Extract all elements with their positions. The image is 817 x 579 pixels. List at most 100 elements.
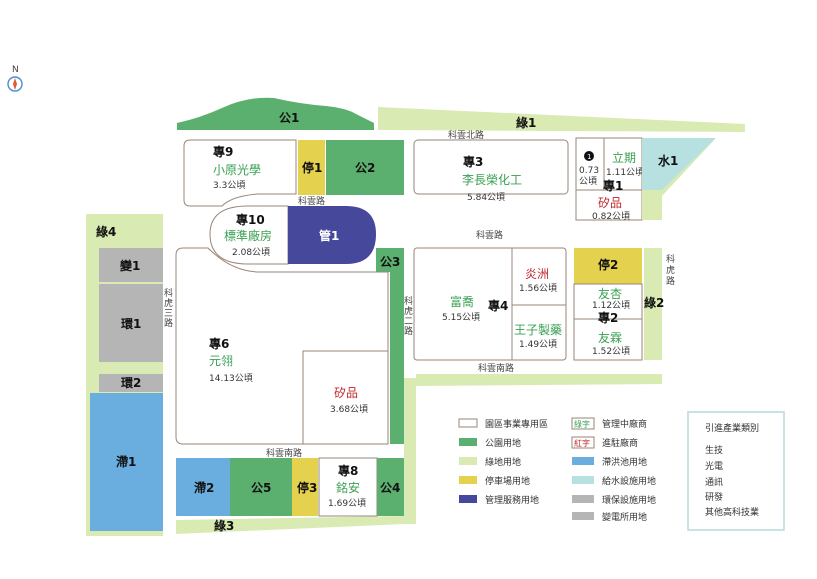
svg-text:科雲南路: 科雲南路 (478, 362, 514, 374)
svg-text:專4: 專4 (488, 298, 508, 313)
parcel-lu3-strip[interactable] (176, 516, 404, 534)
road-north: 科雲北路 (448, 129, 484, 141)
svg-text:立期: 立期 (612, 150, 636, 165)
parcel-huan1[interactable] (99, 284, 163, 362)
svg-text:專6: 專6 (209, 336, 229, 351)
parcel-gong2[interactable] (326, 140, 404, 195)
road-vert3: 科 虎 路 (666, 253, 675, 287)
svg-text:給水設施用地: 給水設施用地 (602, 475, 656, 487)
svg-text:標準廠房: 標準廠房 (224, 228, 272, 243)
svg-text:公4: 公4 (380, 481, 400, 495)
svg-text:三: 三 (164, 309, 173, 319)
svg-text:友霖: 友霖 (598, 331, 622, 345)
legend: 園區事業專用區 公園用地 綠地用地 停車場用地 管理服務用地 綠字 管理中廠商 … (458, 417, 656, 523)
svg-text:2.08公頃: 2.08公頃 (232, 247, 270, 258)
svg-text:路: 路 (666, 275, 675, 287)
parcel-south-green[interactable] (416, 374, 662, 386)
svg-text:矽品: 矽品 (334, 385, 358, 400)
svg-text:富喬: 富喬 (450, 294, 474, 309)
road-vert2: 科 虎 二 路 (404, 295, 413, 337)
svg-text:1.11公頃: 1.11公頃 (606, 167, 644, 178)
svg-text:滯2: 滯2 (194, 480, 214, 495)
svg-text:王子製藥: 王子製藥 (514, 323, 562, 337)
svg-text:0.73: 0.73 (579, 166, 599, 176)
svg-text:14.13公頃: 14.13公頃 (209, 373, 253, 384)
label-lu1: 綠1 (516, 115, 536, 130)
svg-text:公園用地: 公園用地 (485, 437, 521, 449)
svg-text:停1: 停1 (302, 160, 322, 175)
svg-text:紅字: 紅字 (574, 438, 590, 448)
parcel-gong3[interactable] (376, 248, 404, 444)
svg-text:1.56公頃: 1.56公頃 (519, 283, 557, 294)
svg-text:路: 路 (164, 317, 173, 329)
parcel-zhi1[interactable] (90, 393, 163, 531)
svg-text:滯1: 滯1 (116, 454, 136, 469)
parcel-lu1[interactable] (378, 107, 745, 132)
parcel-shui1[interactable] (642, 138, 716, 190)
parcel-zhuan2[interactable] (573, 283, 643, 361)
svg-text:小原光學: 小原光學 (213, 163, 261, 177)
svg-text:科: 科 (666, 253, 675, 265)
svg-text:綠4: 綠4 (96, 224, 116, 239)
svg-text:管1: 管1 (319, 228, 339, 243)
svg-text:科雲路: 科雲路 (298, 195, 325, 207)
svg-text:專2: 專2 (598, 310, 618, 325)
label-gong1: 公1 (279, 111, 299, 125)
svg-text:公2: 公2 (355, 161, 375, 175)
parcel-zhuan6-b[interactable] (302, 350, 389, 445)
svg-text:專9: 專9 (213, 144, 233, 159)
parcel-ting1[interactable] (298, 140, 325, 195)
svg-text:1.69公頃: 1.69公頃 (328, 498, 366, 509)
svg-text:1.52公頃: 1.52公頃 (592, 346, 630, 357)
parcel-zhuan3[interactable] (413, 139, 569, 195)
svg-text:專3: 專3 (463, 154, 483, 169)
svg-text:專10: 專10 (236, 212, 265, 227)
svg-text:環1: 環1 (121, 317, 141, 331)
svg-text:綠3: 綠3 (214, 518, 234, 533)
svg-text:停3: 停3 (297, 480, 317, 495)
parcel-zhuan10[interactable] (209, 205, 289, 265)
parcel-gong1[interactable] (177, 97, 374, 130)
svg-text:虎: 虎 (164, 297, 173, 309)
svg-text:矽品: 矽品 (598, 195, 622, 210)
parcel-huan2[interactable] (99, 374, 163, 392)
svg-text:專8: 專8 (338, 463, 358, 478)
svg-text:管理中廠商: 管理中廠商 (602, 418, 647, 430)
svg-text:虎: 虎 (666, 264, 675, 276)
svg-text:停車場用地: 停車場用地 (485, 475, 530, 487)
parcel-bian1[interactable] (99, 248, 163, 282)
parcel-ting3[interactable] (292, 458, 318, 516)
svg-text:路: 路 (404, 325, 413, 337)
svg-text:管理服務用地: 管理服務用地 (485, 494, 539, 506)
svg-text:引進產業類別: 引進產業類別 (705, 422, 759, 434)
svg-text:1.12公頃: 1.12公頃 (592, 300, 630, 311)
svg-text:停2: 停2 (598, 257, 618, 272)
parcel-zhuan8[interactable] (318, 457, 378, 517)
svg-text:變電所用地: 變電所用地 (602, 511, 647, 523)
svg-text:水1: 水1 (658, 153, 678, 168)
svg-text:二: 二 (404, 317, 413, 327)
parcel-gong5[interactable] (230, 458, 292, 516)
svg-text:3.68公頃: 3.68公頃 (330, 404, 368, 415)
svg-text:變1: 變1 (119, 258, 140, 273)
parcel-guan1[interactable] (288, 206, 376, 264)
svg-text:李長榮化工: 李長榮化工 (462, 172, 522, 187)
svg-text:1.49公頃: 1.49公頃 (519, 339, 557, 350)
parcel-zhuan9[interactable] (183, 139, 297, 207)
svg-text:環保設施用地: 環保設施用地 (602, 494, 656, 506)
svg-text:公頃: 公頃 (579, 176, 597, 187)
industry-box: 引進產業類別 生技 光電 通訊 研發 其他高科技業 (687, 411, 785, 531)
parcel-zhi2[interactable] (176, 458, 230, 516)
svg-text:通訊: 通訊 (705, 476, 723, 488)
parcel-ting2[interactable] (574, 248, 642, 284)
svg-text:科: 科 (404, 295, 413, 307)
parcel-gong4[interactable] (377, 458, 404, 516)
parcel-lu2[interactable] (644, 248, 662, 360)
svg-text:科: 科 (164, 287, 173, 299)
svg-text:綠字: 綠字 (574, 419, 590, 429)
svg-text:公5: 公5 (251, 481, 271, 495)
svg-text:研發: 研發 (705, 491, 723, 503)
parcel-zhuan4[interactable] (413, 247, 567, 361)
svg-text:綠2: 綠2 (644, 295, 664, 310)
